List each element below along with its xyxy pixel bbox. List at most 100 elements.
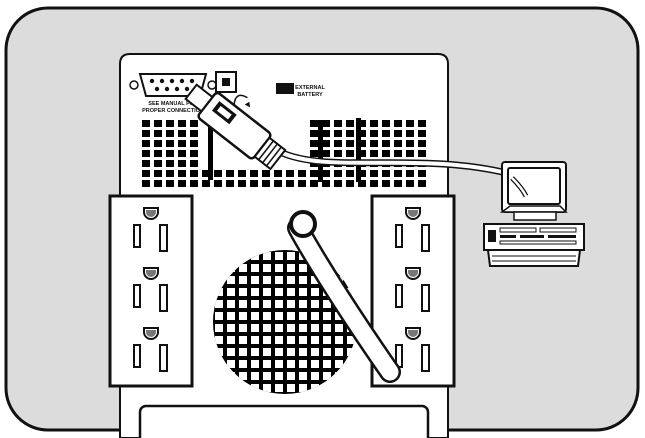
fan-grille-hole [239,324,247,332]
vent-slot [358,150,366,157]
fan-grille-hole [287,348,295,356]
vent-slot [166,140,174,147]
vent-slot [370,180,378,187]
vent-slot [382,120,390,127]
fan-grille-hole [263,384,271,392]
vent-slot [166,120,174,127]
fan-grille-hole [227,312,235,320]
fan-grille-hole [275,372,283,380]
fan-grille-hole [299,300,307,308]
vent-slot [250,170,258,177]
vent-slot [394,140,402,147]
vent-slot [418,170,426,177]
vent-slot [406,120,414,127]
fan-grille-hole [287,372,295,380]
nema-outlet-icon [395,207,430,252]
vent-slot [154,150,162,157]
vent-slot [190,130,198,137]
fan-grille-hole [311,276,319,284]
fan-grille-hole [251,336,259,344]
fan-grille-hole [311,336,319,344]
vent-slot [142,170,150,177]
vent-slot [334,120,342,127]
vent-slot [310,120,318,127]
fan-grille-hole [299,324,307,332]
fan-grille-hole [287,336,295,344]
vent-slot [418,130,426,137]
vent-slot [178,180,186,187]
vent-slot [142,130,150,137]
fan-grille-hole [239,264,247,272]
fan-grille-hole [299,336,307,344]
vent-slot [418,120,426,127]
vent-slot [190,150,198,157]
fan-grille-hole [287,300,295,308]
vent-slot [214,170,222,177]
power-cord [287,210,401,383]
nema-outlet-icon [133,327,168,372]
vent-slot [142,180,150,187]
fan-grille-hole [239,336,247,344]
fan-grille-hole [299,360,307,368]
vent-slot [190,120,198,127]
fan-grille-hole [311,300,319,308]
vent-slot [346,170,354,177]
fan-grille-hole [263,372,271,380]
vent-slot [370,120,378,127]
vent-slot [394,180,402,187]
nema-outlet-icon [133,207,168,252]
vent-slot [142,160,150,167]
vent-slot [418,150,426,157]
fan-grille-hole [287,276,295,284]
fan-grille-hole [275,252,283,260]
fan-grille-hole [299,348,307,356]
vent-slot [214,180,222,187]
vent-slot [274,170,282,177]
vent-slot [286,170,294,177]
vent-slot [286,180,294,187]
fan-grille-hole [311,372,319,380]
vent-slot [310,170,318,177]
fan-grille-hole [227,276,235,284]
nema-outlet-icon [395,267,430,312]
fan-grille-hole [227,336,235,344]
vent-slot [154,180,162,187]
vent-slot [262,180,270,187]
fan-grille-hole [323,336,331,344]
vent-slot [154,140,162,147]
fan-grille-hole [239,276,247,284]
fan-grille-hole [323,324,331,332]
fan-grille-hole [335,324,343,332]
fan-grille-hole [215,324,223,332]
vent-slot [334,130,342,137]
vent-slot [394,130,402,137]
vent-slot [406,170,414,177]
fan-grille-hole [251,372,259,380]
fan-grille-hole [323,348,331,356]
fan-grille-hole [239,372,247,380]
fan-grille-hole [275,324,283,332]
fan-grille-hole [323,372,331,380]
vent-slot [154,120,162,127]
fan-grille-hole [335,336,343,344]
vent-slot [178,130,186,137]
vent-slot [154,170,162,177]
fan-grille-hole [263,300,271,308]
fan-grille-hole [275,336,283,344]
battery-label-line1: EXTERNAL [295,85,325,91]
vent-slot [394,150,402,157]
fan-grille-hole [239,360,247,368]
fan-grille-hole [263,312,271,320]
vent-slot [322,150,330,157]
fan-grille-hole [227,324,235,332]
vent-slot [394,120,402,127]
manual-label-line1: SEE MANUAL FOR [148,101,197,107]
vent-slot [310,140,318,147]
vent-slot [190,180,198,187]
fan-grille-hole [215,336,223,344]
vent-bar [318,120,323,182]
fan-grille-hole [227,348,235,356]
vent-slot [166,150,174,157]
vent-slot [190,140,198,147]
